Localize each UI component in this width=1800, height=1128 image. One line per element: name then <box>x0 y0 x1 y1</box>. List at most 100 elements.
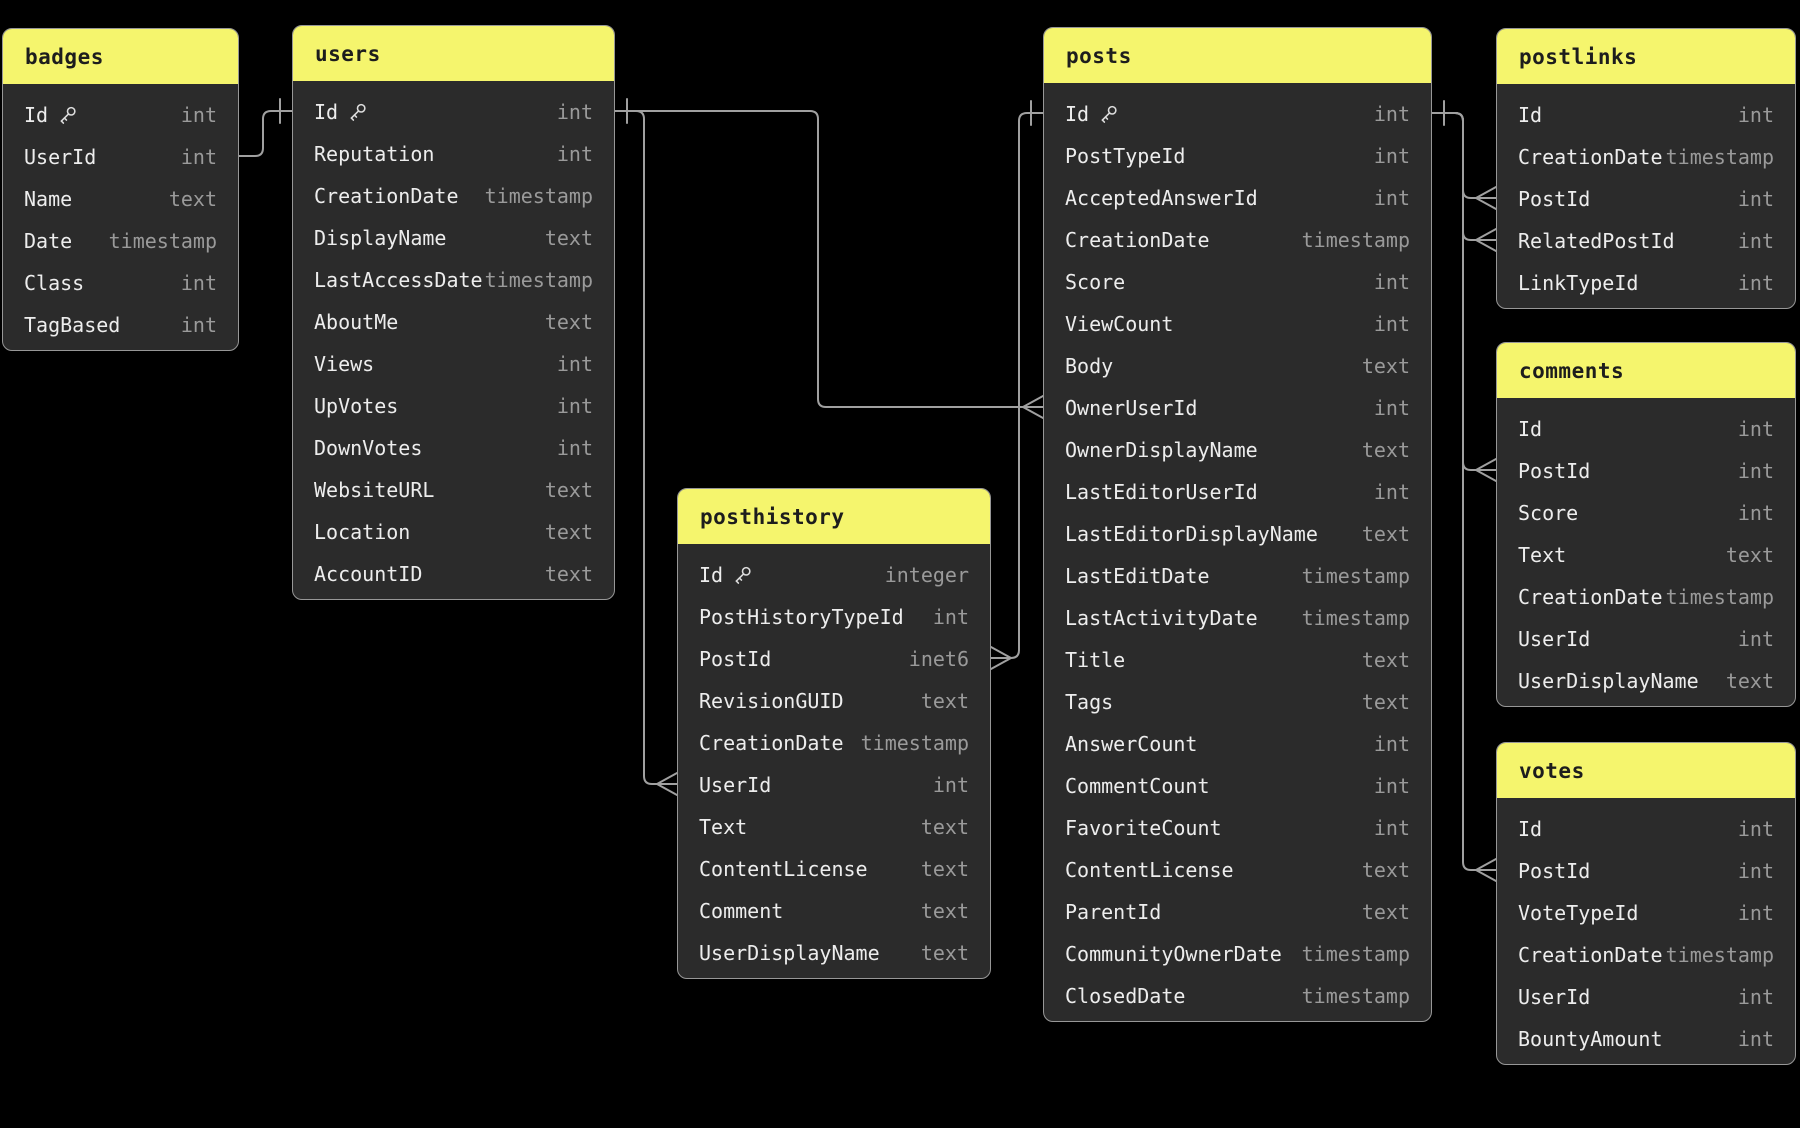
edge-line[interactable] <box>1431 112 1477 199</box>
table-header-postlinks[interactable]: postlinks <box>1497 29 1795 84</box>
relation-edge-badges-userid-to-users-id[interactable] <box>238 98 293 157</box>
table-header-votes[interactable]: votes <box>1497 743 1795 798</box>
relation-edge-users-id-to-posts-owneruserid[interactable] <box>614 98 1044 419</box>
edge-line[interactable] <box>1010 112 1044 659</box>
edge-line[interactable] <box>1431 112 1477 241</box>
relation-edge-posts-id-to-votes-postid[interactable] <box>1431 112 1497 882</box>
table-header-posthistory[interactable]: posthistory <box>678 489 990 544</box>
table-header-posts[interactable]: posts <box>1044 28 1431 83</box>
edge-line[interactable] <box>614 110 1024 408</box>
field-type: int <box>1373 144 1410 168</box>
edge-line[interactable] <box>238 110 293 157</box>
edge-line[interactable] <box>1431 112 1477 871</box>
field-name: UserId <box>1518 627 1591 651</box>
table-header-users[interactable]: users <box>293 26 614 81</box>
relation-edge-users-id-to-posthistory-userid[interactable] <box>614 110 678 796</box>
edge-line[interactable] <box>614 110 658 785</box>
field-type: timestamp <box>1301 606 1410 630</box>
edge-line[interactable] <box>1431 112 1477 471</box>
relation-edge-posts-id-to-posthistory-postid[interactable] <box>990 100 1044 670</box>
field-name: LastEditorUserId <box>1065 480 1258 504</box>
table-header-comments[interactable]: comments <box>1497 343 1795 398</box>
table-header-badges[interactable]: badges <box>3 29 238 84</box>
